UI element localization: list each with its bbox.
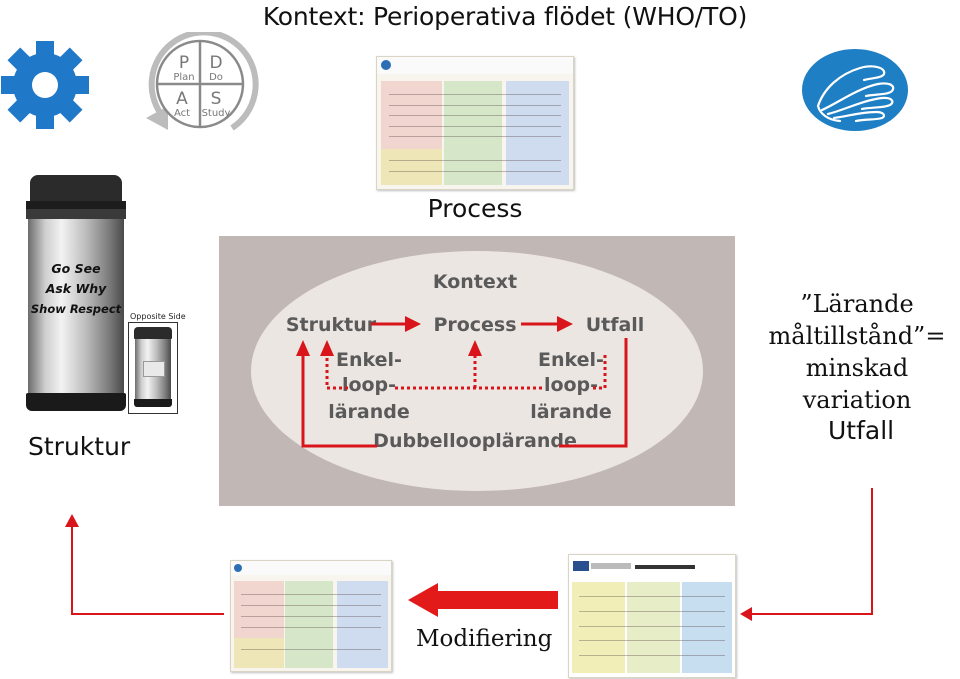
- mug-text-show-respect: Show Respect: [24, 299, 128, 319]
- pdsa-cycle-icon: P Plan D Do A Act S Study: [140, 32, 260, 140]
- pdsa-study: Study: [202, 108, 231, 119]
- diagram-enkel-right-3: lärande: [530, 401, 612, 423]
- pdsa-d: D: [209, 53, 222, 73]
- pdsa-p: P: [179, 53, 189, 73]
- diagram-struktur: Struktur: [286, 314, 377, 336]
- larande-line-1: ”Lärande: [748, 288, 960, 320]
- modifiering-label: Modifiering: [416, 626, 552, 652]
- diagram-enkel-left-2: loop-: [342, 374, 396, 396]
- opposite-side-mug: [128, 322, 178, 414]
- diagram-kontext: Kontext: [433, 271, 517, 293]
- process-document-thumbnail: [376, 56, 574, 190]
- page-title: Kontext: Perioperativa flödet (WHO/TO): [0, 2, 960, 31]
- pdsa-act: Act: [174, 108, 190, 119]
- diagram-dubbel: Dubbellooplärande: [373, 430, 577, 452]
- gear-icon: [0, 40, 90, 130]
- modifiering-arrow: [408, 583, 558, 617]
- pdsa-s: S: [211, 89, 222, 109]
- loop-learning-diagram: Kontext Struktur Process Utfall Enkel- l…: [219, 236, 735, 506]
- pdsa-plan: Plan: [173, 72, 194, 83]
- process-label: Process: [420, 194, 530, 223]
- mug-text-ask-why: Ask Why: [24, 279, 128, 299]
- diagram-enkel-right-1: Enkel-: [538, 349, 604, 371]
- diagram-process: Process: [433, 314, 516, 336]
- pdsa-a: A: [176, 89, 188, 109]
- hand-icon: [800, 48, 910, 133]
- diagram-utfall: Utfall: [586, 314, 645, 336]
- diagram-enkel-right-2: loop-: [544, 374, 598, 396]
- larande-label: ”Lärande måltillstånd”= minskad variatio…: [748, 288, 960, 416]
- larande-line-3: minskad variation: [748, 352, 960, 416]
- utfall-label: Utfall: [828, 416, 894, 445]
- mug-image: Go See Ask Why Show Respect: [24, 175, 128, 411]
- larande-line-2: måltillstånd”=: [748, 320, 960, 352]
- struktur-label: Struktur: [28, 432, 130, 461]
- mug-text-go-see: Go See: [24, 259, 128, 279]
- checklist-document-thumbnail: [568, 554, 736, 678]
- modified-document-thumbnail: [230, 560, 392, 672]
- diagram-enkel-left-1: Enkel-: [336, 349, 402, 371]
- diagram-enkel-left-3: lärande: [328, 401, 410, 423]
- opposite-side-label: Opposite Side: [130, 312, 186, 321]
- pdsa-do: Do: [209, 72, 223, 83]
